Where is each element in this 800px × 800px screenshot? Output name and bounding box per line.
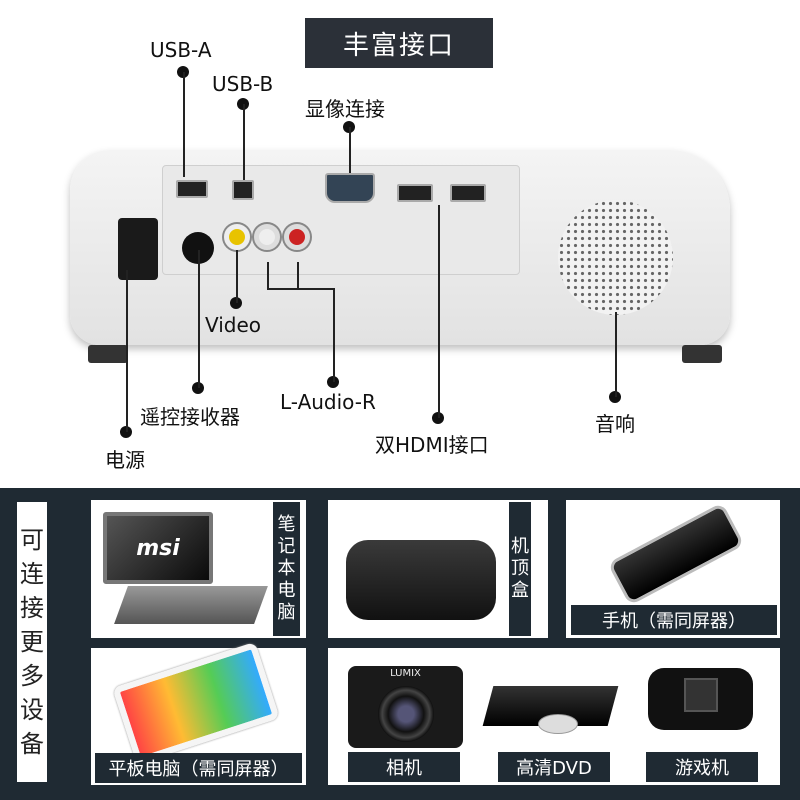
video-jack — [224, 224, 250, 250]
speaker-label: 音响 — [595, 412, 635, 436]
device-card-tablet: 平板电脑（需同屏器） — [91, 641, 306, 785]
settop-label: 机顶盒 — [509, 502, 531, 636]
device-card-settop: 机顶盒 — [328, 500, 548, 638]
vga-label: 显像连接 — [305, 97, 385, 121]
power-socket — [118, 218, 158, 280]
console-label: 游戏机 — [646, 752, 758, 782]
power-label: 电源 — [105, 448, 145, 472]
devices-heading: 可连接更多设备 — [17, 502, 47, 782]
device-card-laptop: msi 笔记本电脑 — [91, 500, 306, 638]
dvd-label: 高清DVD — [498, 752, 610, 782]
usb-b-label: USB-B — [212, 72, 274, 96]
usb-a-port — [176, 180, 208, 198]
audio-label: L-Audio-R — [280, 390, 376, 414]
page-title: 丰富接口 — [305, 18, 493, 68]
device-card-phone: 手机（需同屏器） — [566, 500, 780, 638]
laptop-label: 笔记本电脑 — [273, 502, 300, 636]
ir-receiver-label: 遥控接收器 — [140, 405, 240, 429]
tablet-image — [112, 641, 280, 765]
phone-image — [607, 502, 745, 606]
audio-right-jack — [284, 224, 310, 250]
camera-label: 相机 — [348, 752, 460, 782]
usb-b-port — [232, 180, 254, 200]
vga-port — [325, 173, 375, 203]
laptop-image: msi — [103, 512, 213, 584]
projector-foot — [682, 345, 722, 363]
hdmi-label: 双HDMI接口 — [375, 433, 489, 457]
speaker-grille — [558, 200, 673, 315]
video-label: Video — [205, 313, 262, 337]
device-card-multi: LUMIX 相机 高清DVD 游戏机 — [328, 648, 780, 785]
usb-a-label: USB-A — [150, 38, 212, 62]
game-console-image — [648, 668, 753, 730]
phone-label: 手机（需同屏器） — [571, 605, 777, 635]
audio-left-jack — [254, 224, 280, 250]
hdmi-port-2 — [450, 184, 486, 202]
projector-foot — [88, 345, 128, 363]
camera-image: LUMIX — [348, 666, 463, 748]
hdmi-port-1 — [397, 184, 433, 202]
tablet-label: 平板电脑（需同屏器） — [95, 753, 302, 783]
settop-box-image — [346, 540, 496, 620]
